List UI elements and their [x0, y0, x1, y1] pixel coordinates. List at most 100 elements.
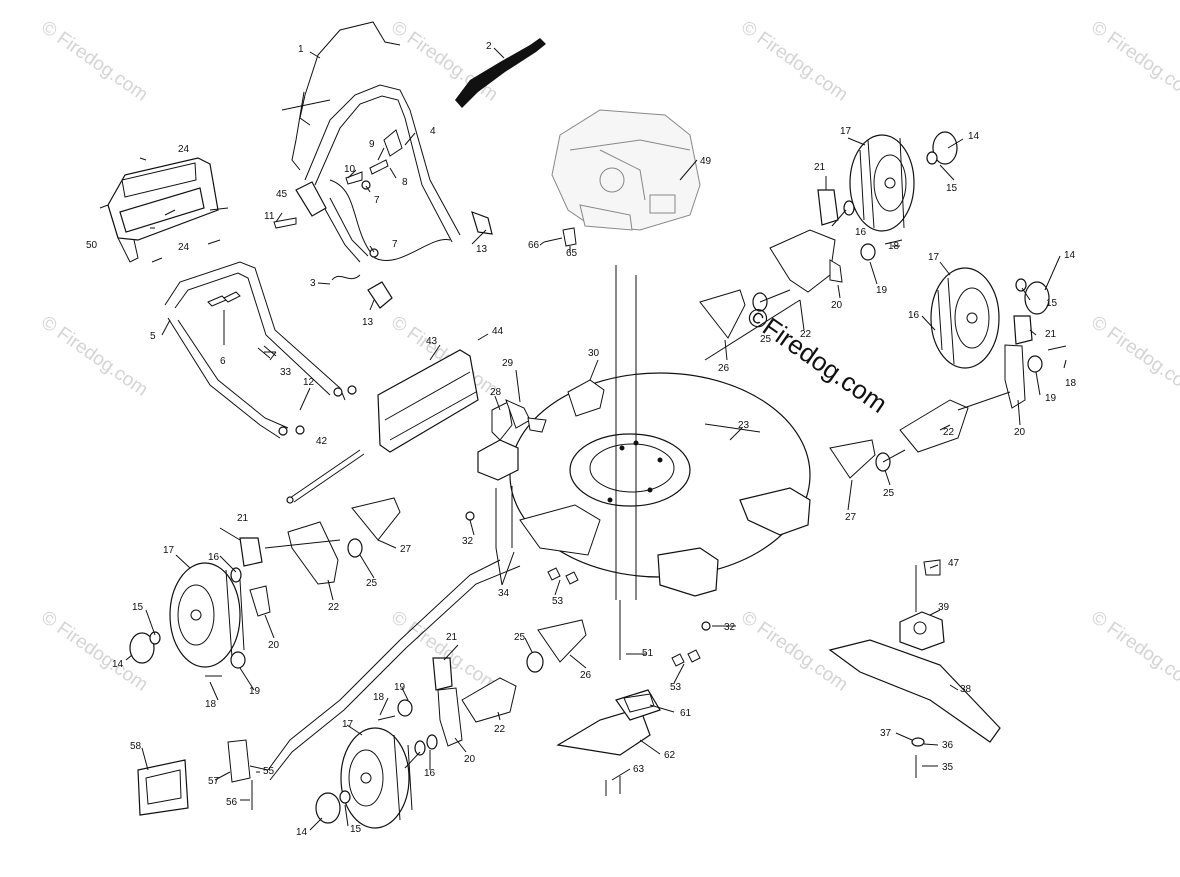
- callout: 32: [462, 536, 474, 547]
- callout: 17: [342, 719, 354, 730]
- watermark: © Firedog.com: [37, 312, 151, 401]
- engine: [551, 109, 701, 231]
- callout: 18: [205, 699, 217, 710]
- callout: 37: [880, 728, 892, 739]
- callout: 27: [400, 544, 412, 555]
- callout: 57: [208, 776, 220, 787]
- watermark: © Firedog.com: [737, 17, 851, 106]
- callout: 13: [476, 244, 488, 255]
- callout: 16: [208, 552, 220, 563]
- callout: 24: [178, 242, 190, 253]
- callout: 18: [1065, 378, 1077, 389]
- callout: 7: [374, 195, 380, 206]
- control-cable: [273, 129, 451, 281]
- callout: 25: [366, 578, 378, 589]
- callout: 62: [664, 750, 676, 761]
- callout: 10: [344, 164, 356, 175]
- callout: 19: [1045, 393, 1057, 404]
- callout: 20: [1014, 427, 1026, 438]
- rear-frame: [164, 261, 357, 439]
- callout: 11: [264, 211, 275, 222]
- callout: 53: [670, 682, 682, 693]
- callout: 25: [760, 334, 772, 345]
- callout: 30: [588, 348, 600, 359]
- callout: 56: [226, 797, 238, 808]
- callout: 42: [316, 436, 328, 447]
- callout: 19: [249, 686, 261, 697]
- callout: 47: [948, 558, 960, 569]
- callout: 17: [928, 252, 940, 263]
- callout: 16: [855, 227, 867, 238]
- callout: 14: [296, 827, 308, 838]
- callout: 17: [840, 126, 852, 137]
- callout: 17: [163, 545, 175, 556]
- callout: 8: [402, 177, 408, 188]
- callout: 26: [580, 670, 592, 681]
- callout: 29: [502, 358, 514, 369]
- callout: 22: [943, 427, 955, 438]
- watermark: © Firedog.com: [387, 17, 501, 106]
- callout: 19: [394, 682, 406, 693]
- callout: 25: [883, 488, 895, 499]
- callout: 14: [112, 659, 124, 670]
- callout: 5: [150, 331, 156, 342]
- rear-flap: [377, 349, 479, 453]
- callout: 58: [130, 741, 142, 752]
- upper-handle: [281, 21, 401, 171]
- callout: 20: [268, 640, 280, 651]
- axle-line-right: [704, 299, 801, 361]
- mulch-plug-assembly: [137, 559, 521, 816]
- callout-labels: 1 2 3 4 5 6 7 7 8 9 10 11 12 13 13 14 14…: [86, 41, 1077, 838]
- callout: 43: [426, 336, 438, 347]
- callout: 18: [373, 692, 385, 703]
- callout: 21: [814, 162, 826, 173]
- watermark: © Firedog.com: [1087, 607, 1180, 696]
- callout: 7: [392, 239, 398, 250]
- deflector-latch: [547, 567, 701, 796]
- leader-lines: [125, 47, 1067, 831]
- callout: 26: [718, 363, 730, 374]
- lower-handle: [295, 84, 493, 309]
- watermark: © Firedog.com: [37, 17, 151, 106]
- callout: 38: [960, 684, 972, 695]
- callout: 2: [486, 41, 492, 52]
- callout: 34: [498, 588, 510, 599]
- callout: 33: [280, 367, 292, 378]
- wheel-assembly-rear-left: [315, 651, 544, 829]
- callout: 21: [1045, 329, 1057, 340]
- callout: 16: [424, 768, 436, 779]
- callout: 28: [490, 387, 502, 398]
- handle-grip: [455, 38, 546, 108]
- callout: 20: [831, 300, 843, 311]
- callout: 3: [310, 278, 316, 289]
- callout: 9: [369, 139, 375, 150]
- grass-bag-frame: [99, 157, 229, 263]
- hinge-rod: [286, 449, 365, 504]
- engine-bracket: [543, 227, 577, 247]
- callout: 22: [494, 724, 506, 735]
- wheel-assembly-front-right: [769, 131, 958, 293]
- watermark: © Firedog.com: [1087, 312, 1180, 401]
- callout: 50: [86, 240, 98, 251]
- callout: 53: [552, 596, 564, 607]
- callout: 36: [942, 740, 954, 751]
- callout: 24: [178, 144, 190, 155]
- callout: 65: [566, 248, 578, 259]
- callout: 23: [738, 420, 750, 431]
- callout: 13: [362, 317, 374, 328]
- callout: 6: [220, 356, 226, 367]
- callout: 49: [700, 156, 712, 167]
- callout: 66: [528, 240, 540, 251]
- callout: 22: [800, 329, 812, 340]
- callout: 14: [1064, 250, 1076, 261]
- wheel-assembly-front-left: [129, 521, 363, 677]
- callout: 12: [303, 377, 315, 388]
- callout: 15: [350, 824, 362, 835]
- callout: 25: [514, 632, 526, 643]
- callout: 14: [968, 131, 980, 142]
- callout: 27: [845, 512, 857, 523]
- callout: 18: [888, 241, 900, 252]
- callout: 15: [1046, 298, 1058, 309]
- callout: 16: [908, 310, 920, 321]
